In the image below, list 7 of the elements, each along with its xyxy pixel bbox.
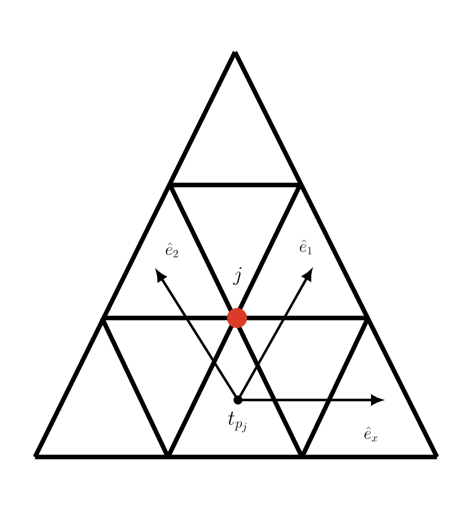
point-label: $t_{p_j}$: [228, 412, 246, 432]
point-label: $j$: [232, 267, 242, 286]
vector-label: $\hat{e}_x$: [364, 426, 378, 442]
vector-label: $\hat{e}_1$: [300, 240, 312, 254]
vector-label: $\hat{e}_2$: [166, 242, 178, 258]
point: [227, 308, 247, 328]
point: [234, 396, 242, 404]
